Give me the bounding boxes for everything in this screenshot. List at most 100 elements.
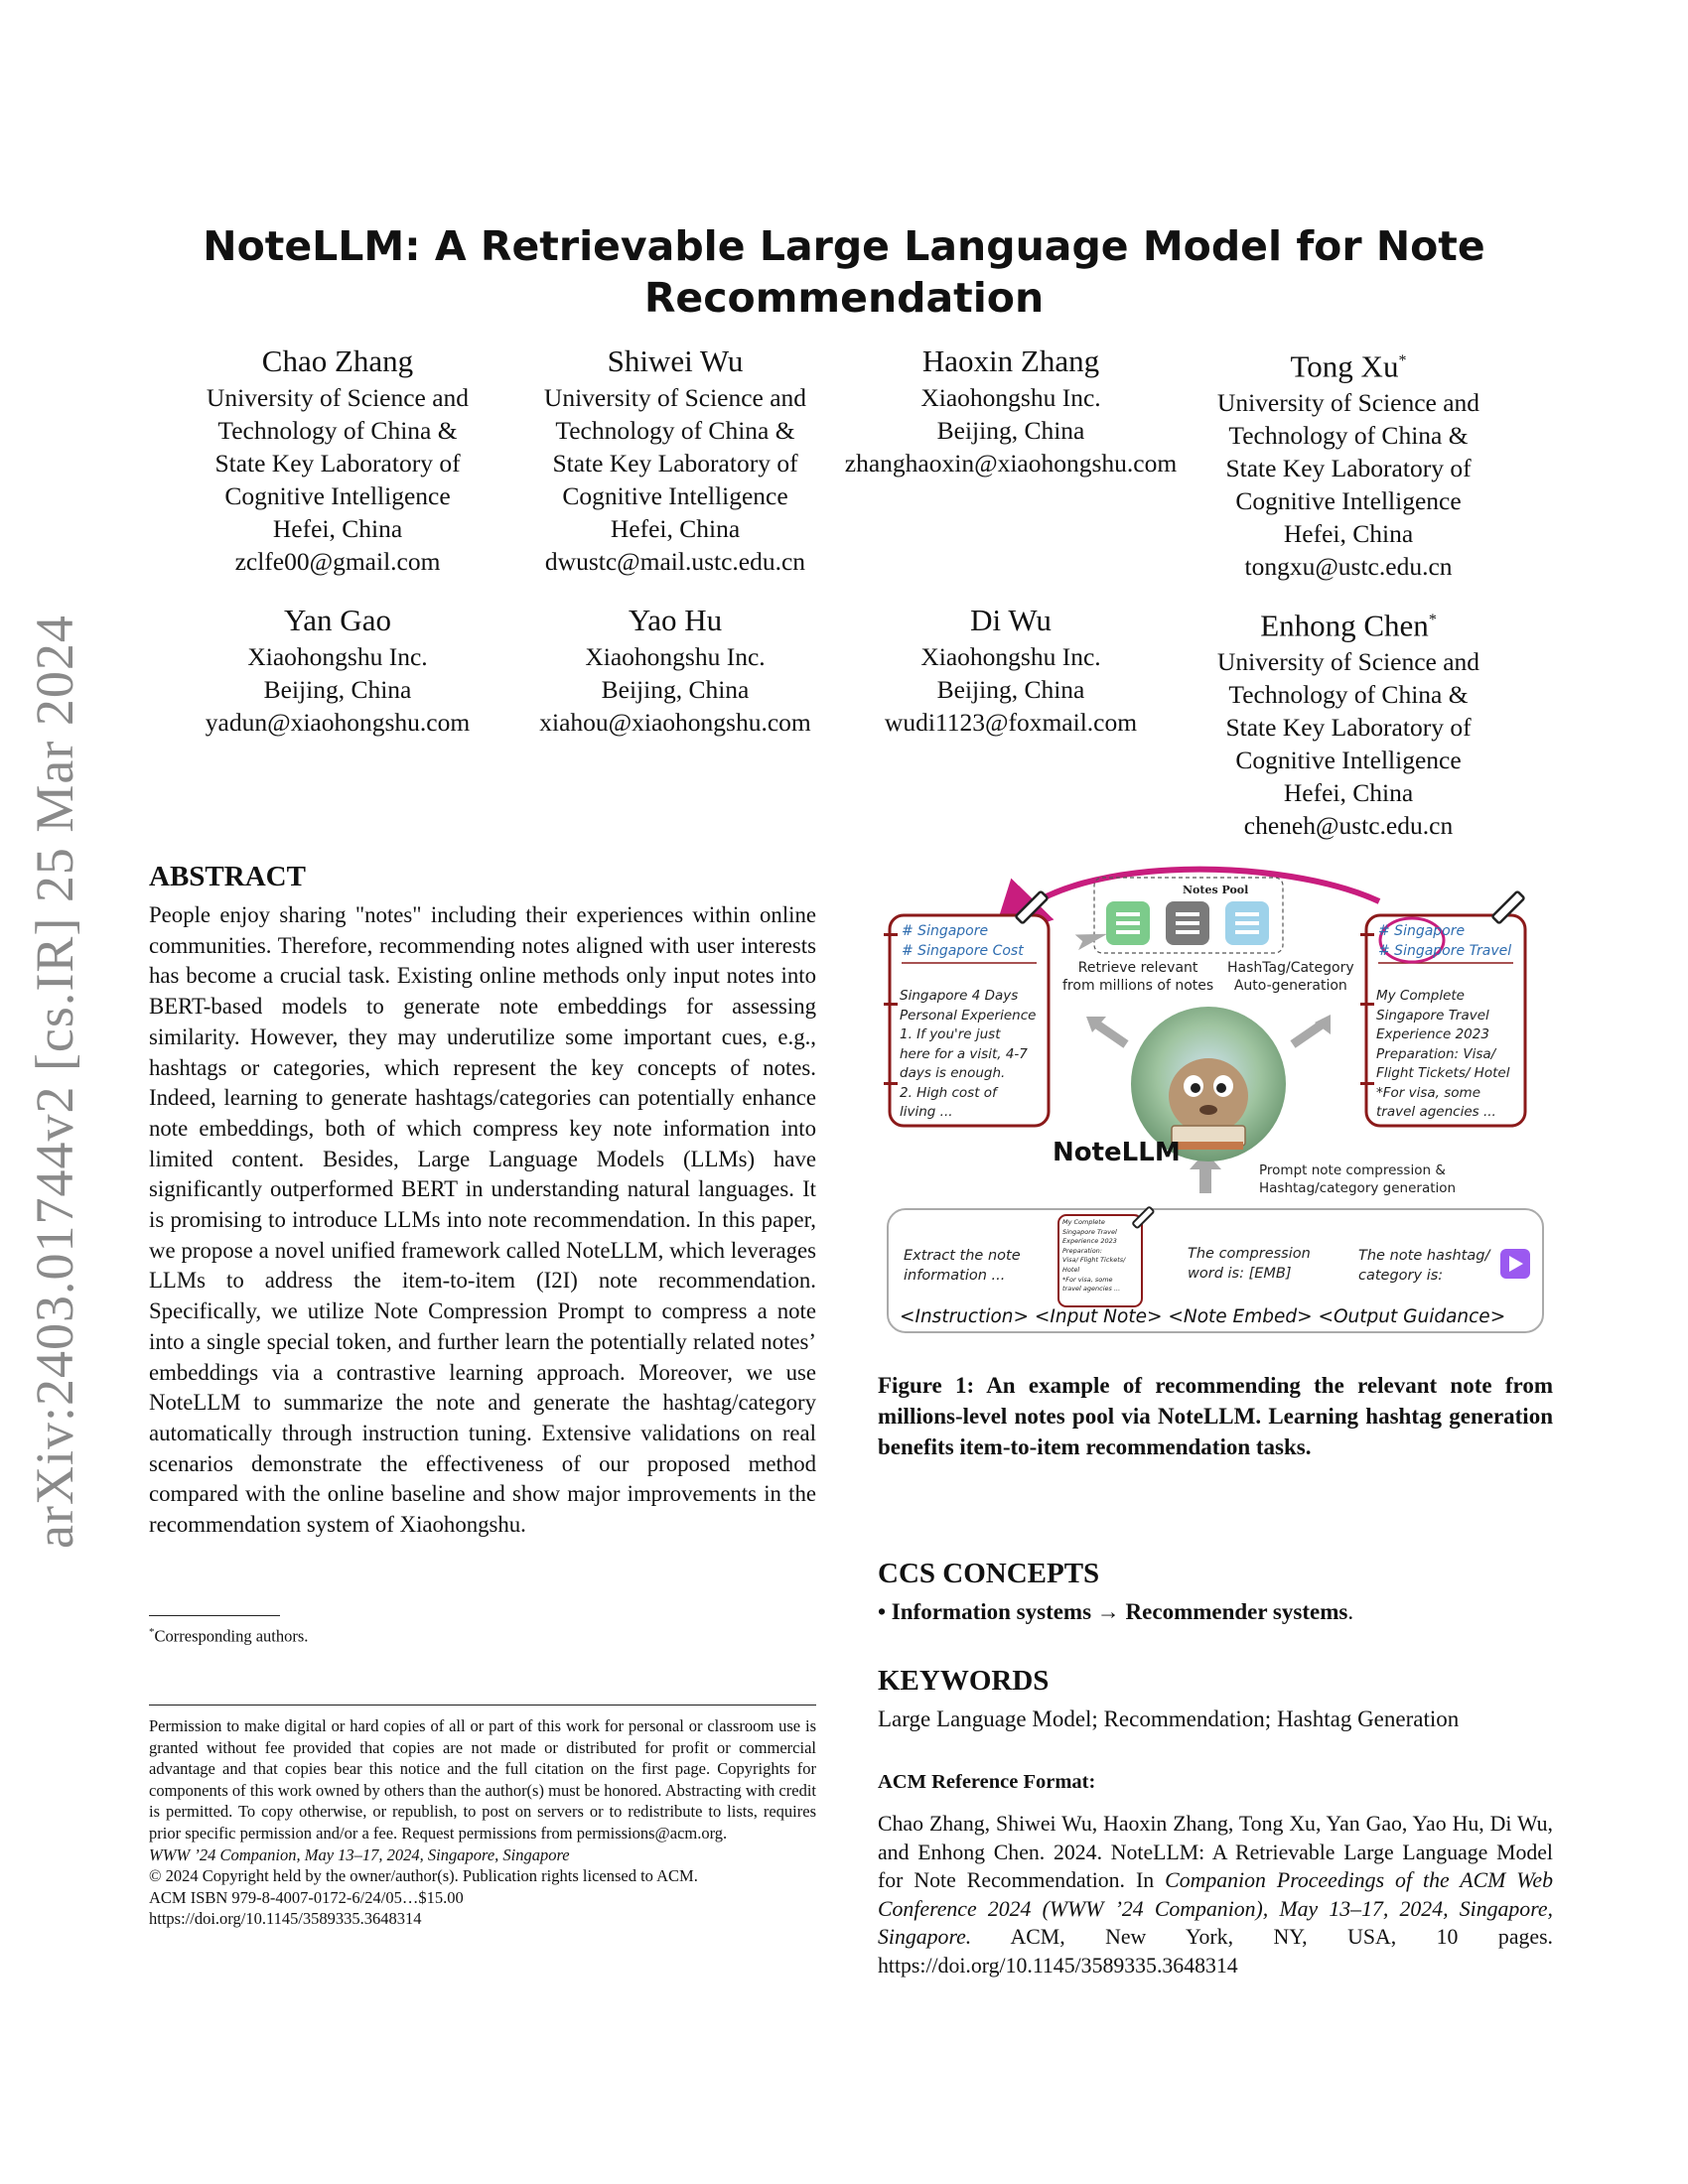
author-affiliation: Cognitive Intelligence (1235, 746, 1462, 775)
author-email: zhanghaoxin@xiaohongshu.com (844, 449, 1178, 478)
author-name: Di Wu (970, 603, 1052, 637)
ccs-item: • Information systems → Recommender syst… (878, 1599, 1354, 1624)
notes-pool-box (1093, 877, 1284, 954)
keywords-text: Large Language Model; Recommendation; Ha… (878, 1706, 1460, 1731)
author-email: zclfe00@gmail.com (234, 547, 441, 576)
model-name-label: NoteLLM (1053, 1138, 1181, 1167)
prompt-compression-label: Prompt note compression &Hashtag/categor… (1259, 1162, 1457, 1196)
author-affiliation: University of Science and (1216, 647, 1480, 677)
author-affiliation: State Key Laboratory of (214, 449, 461, 478)
arrow-up-right (1290, 1019, 1328, 1048)
author-affiliation: Cognitive Intelligence (562, 481, 788, 510)
author-block: Yao Hu Xiaohongshu Inc. Beijing, China x… (506, 601, 844, 739)
copyright-line: © 2024 Copyright held by the owner/autho… (149, 1866, 698, 1886)
author-affiliation: State Key Laboratory of (1225, 454, 1472, 483)
author-block: Tong Xu* University of Science and Techn… (1180, 341, 1517, 583)
corresponding-star: * (1398, 352, 1407, 369)
footnote: *Corresponding authors. (149, 1626, 308, 1647)
right-note-card (1364, 913, 1527, 1128)
author-affiliation: Cognitive Intelligence (224, 481, 451, 510)
author-name: Shiwei Wu (607, 343, 744, 378)
keywords-heading: KEYWORDS (878, 1665, 1050, 1697)
author-email: cheneh@ustc.edu.cn (1243, 811, 1454, 841)
author-name: Yao Hu (628, 603, 723, 637)
author-location: Beijing, China (936, 675, 1085, 704)
permission-text: Permission to make digital or hard copie… (149, 1716, 816, 1843)
author-affiliation: Xiaohongshu Inc. (920, 383, 1101, 412)
right-hashtag-1: # Singapore (1378, 923, 1466, 939)
figure-1-caption: Figure 1: An example of recommending the… (878, 1373, 1553, 1459)
author-affiliation: State Key Laboratory of (552, 449, 798, 478)
author-name: Chao Zhang (261, 343, 414, 378)
left-hashtag-2: # Singapore Cost (902, 943, 1024, 959)
footnote-mark: * (149, 1626, 155, 1638)
left-note-card (888, 913, 1051, 1128)
author-affiliation: Technology of China & (555, 416, 795, 445)
notes-pool-stack-green (1106, 901, 1150, 945)
author-block: Yan Gao Xiaohongshu Inc. Beijing, China … (169, 601, 506, 739)
right-hashtag-2: # Singapore Travel (1378, 943, 1512, 959)
figure-1: Notes Pool # Singapore # Singapore Cost … (878, 866, 1553, 1338)
figure-1-graphics (884, 866, 1544, 1333)
arxiv-side-stamp: arXiv:2403.01744v2 [cs.IR] 25 Mar 2024 (25, 614, 84, 1549)
author-affiliation: University of Science and (206, 383, 470, 412)
author-name: Tong Xu* (1290, 348, 1407, 384)
author-email: dwustc@mail.ustc.edu.cn (544, 547, 806, 576)
author-block: Chao Zhang University of Science and Tec… (169, 341, 506, 578)
author-location: Beijing, China (263, 675, 412, 704)
notes-pool-label: Notes Pool (1183, 884, 1249, 896)
author-location: Beijing, China (601, 675, 750, 704)
reference-format-text: Chao Zhang, Shiwei Wu, Haoxin Zhang, Ton… (878, 1812, 1554, 1978)
author-location: Hefei, China (1283, 519, 1414, 549)
author-name: Haoxin Zhang (921, 343, 1100, 378)
author-block: Enhong Chen* University of Science and T… (1180, 601, 1517, 842)
doi-link[interactable]: https://doi.org/10.1145/3589335.3648314 (149, 1909, 422, 1929)
author-affiliation: Xiaohongshu Inc. (920, 642, 1101, 671)
author-affiliation: Cognitive Intelligence (1235, 486, 1462, 516)
prompt-box (887, 1208, 1544, 1333)
notes-pool-stack-blue (1225, 901, 1269, 945)
output-guidance-text: The note hashtag/category is: (1358, 1248, 1490, 1284)
arrow-to-left-note (1074, 933, 1108, 951)
author-email: yadun@xiaohongshu.com (205, 708, 471, 737)
abstract-text: People enjoy sharing "notes" including t… (149, 902, 816, 1538)
right-pencil-icon (1491, 890, 1525, 924)
reference-format-heading: ACM Reference Format: (878, 1771, 1096, 1793)
mini-note-card (1057, 1214, 1143, 1307)
author-affiliation: Technology of China & (1228, 421, 1469, 451)
author-block: Shiwei Wu University of Science and Tech… (506, 341, 844, 578)
permission-block: Permission to make digital or hard copie… (149, 1715, 816, 1930)
corresponding-star: * (1428, 612, 1437, 628)
author-affiliation: Xiaohongshu Inc. (247, 642, 428, 671)
author-name: Yan Gao (284, 603, 391, 637)
author-name: Enhong Chen* (1260, 608, 1437, 643)
author-location: Beijing, China (936, 416, 1085, 445)
notes-pool-stack-gray (1166, 901, 1209, 945)
isbn-line: ACM ISBN 979-8-4007-0172-6/24/05…$15.00 (149, 1887, 464, 1907)
paper-title: NoteLLM: A Retrievable Large Language Mo… (203, 222, 1485, 322)
footnote-divider (149, 1615, 280, 1616)
prompt-part-labels: <Instruction> <Input Note> <Note Embed> … (900, 1306, 1506, 1327)
permission-divider (149, 1705, 816, 1706)
author-location: Hefei, China (1283, 778, 1414, 808)
mini-pencil-icon (1132, 1206, 1155, 1229)
author-affiliation: State Key Laboratory of (1225, 713, 1472, 743)
author-email: tongxu@ustc.edu.cn (1244, 552, 1453, 582)
left-hashtag-1: # Singapore (902, 923, 989, 939)
author-location: Hefei, China (610, 514, 741, 543)
author-affiliation: Xiaohongshu Inc. (585, 642, 766, 671)
author-block: Di Wu Xiaohongshu Inc. Beijing, China wu… (842, 601, 1180, 739)
author-block: Haoxin Zhang Xiaohongshu Inc. Beijing, C… (842, 341, 1180, 479)
author-affiliation: Technology of China & (1228, 680, 1469, 710)
hashtag-highlight-circle (1378, 916, 1446, 964)
arrow-up-left (1091, 1019, 1129, 1048)
author-affiliation: Technology of China & (217, 416, 458, 445)
footnote-text: Corresponding authors. (154, 1626, 309, 1646)
venue-line: WWW ’24 Companion, May 13–17, 2024, Sing… (149, 1844, 570, 1864)
